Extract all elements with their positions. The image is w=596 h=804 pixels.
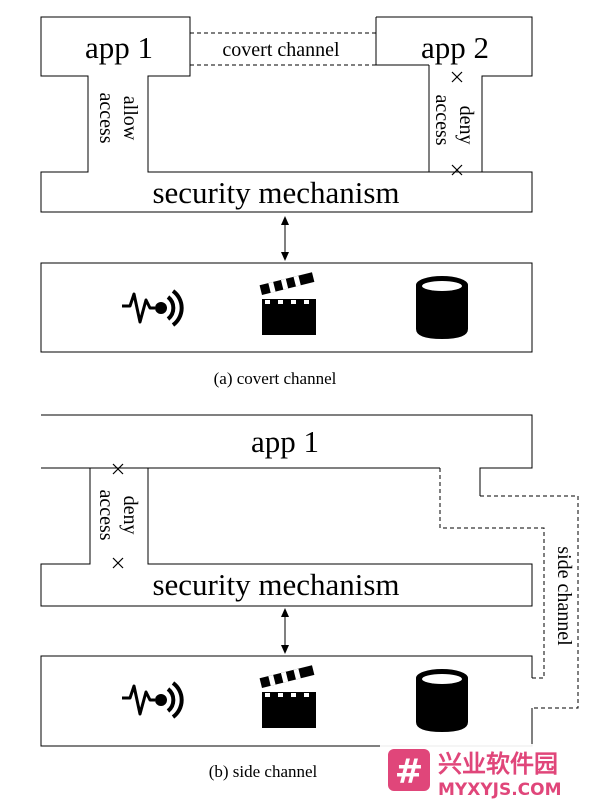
panel-a-sensor-icon (122, 289, 184, 327)
panel-b-deny-cross-top-icon (112, 463, 124, 475)
panel-a-deny-cross-bottom-icon (451, 164, 463, 176)
panel-b-resource-box (40, 655, 533, 747)
panel-a-bidirectional-arrow-icon (281, 216, 289, 261)
panel-a-resource-box (40, 262, 533, 353)
panel-a-access-label-left: access (95, 92, 117, 143)
panel-a-allow-label: allow (119, 96, 141, 141)
panel-a-access-label-right: access (431, 94, 453, 145)
panel-b-side-channel: app 1 deny access security mechanism sid… (40, 414, 579, 781)
panel-b-app1-label: app 1 (251, 424, 319, 459)
panel-a-app1-security-outline (40, 16, 533, 213)
panel-a-deny-cross-top-icon (451, 71, 463, 83)
svg-text:#: # (395, 752, 424, 792)
panel-b-deny-cross-bottom-icon (112, 557, 124, 569)
watermark-logo-icon: # (388, 749, 430, 792)
panel-b-deny-label: deny (119, 496, 141, 535)
panel-b-sensor-icon (122, 681, 184, 719)
panel-b-clapperboard-icon (259, 665, 316, 728)
panel-b-bidirectional-arrow-icon (281, 608, 289, 654)
panel-b-caption: (b) side channel (209, 762, 318, 781)
watermark-chinese-text: 兴业软件园 (438, 750, 558, 778)
panel-a-caption: (a) covert channel (214, 369, 337, 388)
panel-a-clapperboard-icon (259, 272, 316, 335)
watermark-url-text: MYXYJS.COM (438, 780, 562, 800)
panel-b-side-channel-inner (439, 468, 545, 679)
panel-a-deny-label: deny (455, 106, 477, 145)
panel-a-covert-channel-label: covert channel (222, 39, 340, 61)
panel-a-security-mechanism-label: security mechanism (152, 175, 399, 210)
panel-a-covert-channel: app 1 app 2 covert channel allow access … (40, 16, 533, 388)
panel-a-app1-label: app 1 (85, 30, 153, 65)
panel-a-app2-label: app 2 (421, 30, 489, 65)
watermark: # 兴业软件园 MYXYJS.COM (380, 744, 596, 804)
panel-b-access-label: access (95, 489, 117, 540)
panel-b-security-mechanism-label: security mechanism (152, 567, 399, 602)
panel-b-storage-cylinder-icon (416, 669, 468, 732)
panel-a-app2-box-outer (376, 16, 533, 172)
panel-b-side-channel-label: side channel (553, 546, 575, 646)
panel-b-side-channel-outer (479, 468, 579, 746)
panel-a-storage-cylinder-icon (416, 276, 468, 339)
